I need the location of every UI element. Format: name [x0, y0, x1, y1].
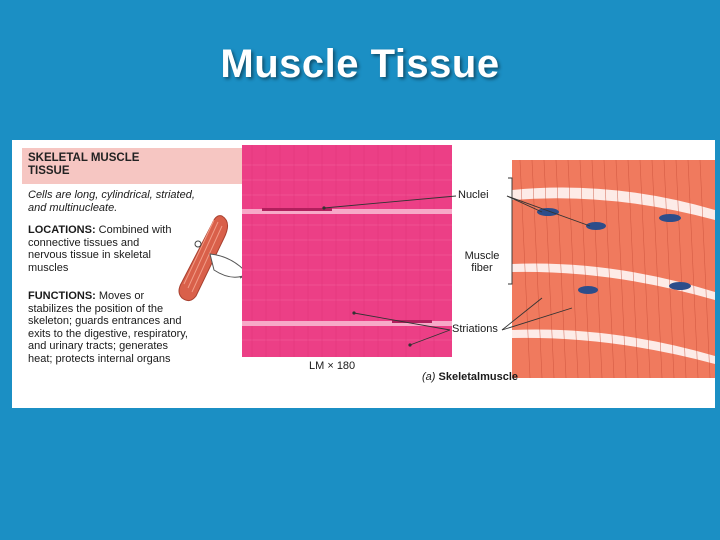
- magnification-label: LM × 180: [309, 360, 356, 372]
- header-band: [22, 148, 252, 184]
- functions-body: Moves or stabilizes the position of the …: [28, 290, 188, 365]
- functions-heading: FUNCTIONS:: [28, 290, 96, 302]
- locations-text: LOCATIONS: Combined with connective tiss…: [28, 224, 178, 274]
- muscle-illustration: [162, 208, 252, 308]
- figure-panel: SKELETAL MUSCLE TISSUE Cells are long, c…: [12, 140, 715, 408]
- muscle-fiber-label-line1: Muscle: [464, 250, 500, 262]
- micrograph-image: [242, 145, 452, 357]
- cell-description: Cells are long, cylindrical, striated, a…: [28, 189, 195, 214]
- figure-caption: (a) Skeletalmuscle: [422, 371, 518, 383]
- muscle-fiber-label: Muscle fiber: [458, 250, 506, 274]
- functions-text: FUNCTIONS: Moves or stabilizes the posit…: [28, 290, 188, 366]
- tissue-heading-line1: SKELETAL MUSCLE: [28, 152, 140, 164]
- figure-caption-letter: (a): [422, 371, 436, 383]
- striations-label: Striations: [452, 323, 498, 335]
- tissue-heading: SKELETAL MUSCLE TISSUE: [28, 152, 188, 178]
- tissue-heading-line2: TISSUE: [28, 165, 70, 177]
- slide-title: Muscle Tissue: [220, 42, 500, 86]
- skeletal-muscle-drawing: [512, 160, 715, 378]
- muscle-fiber-label-line2: fiber: [471, 262, 493, 274]
- locations-heading: LOCATIONS:: [28, 224, 96, 236]
- nuclei-label: Nuclei: [458, 189, 489, 201]
- locations-body: Combined with connective tissues and ner…: [28, 224, 172, 274]
- figure-caption-text: Skeletalmuscle: [435, 371, 519, 383]
